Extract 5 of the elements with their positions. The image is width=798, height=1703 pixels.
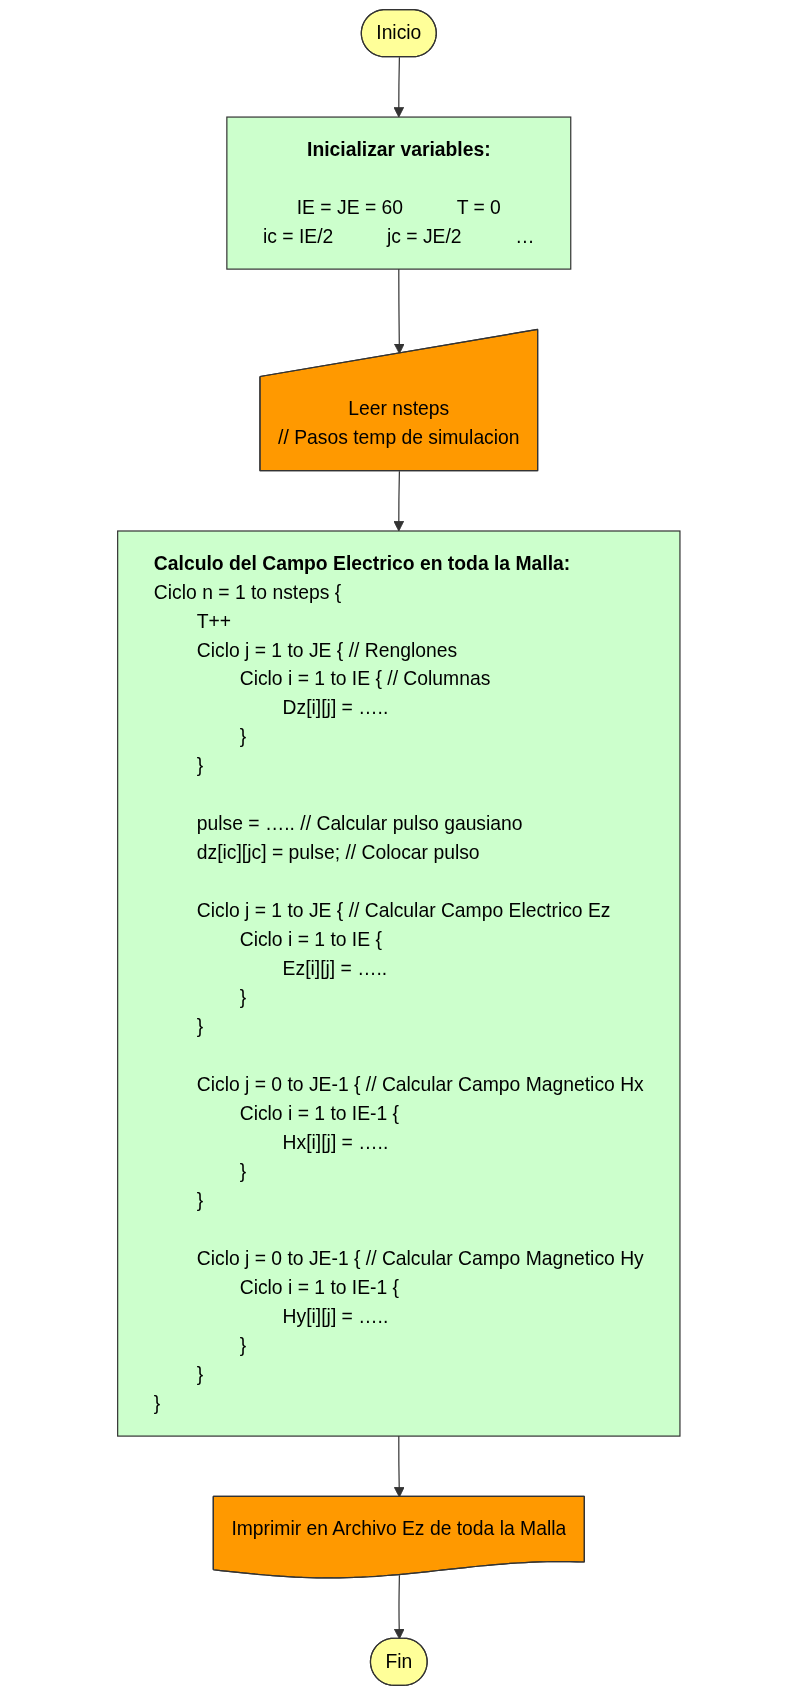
node-box: Inicializar variables: IE = JE = 60 T = 0 ic = IE/2 jc = JE/2 … [226, 116, 572, 270]
arrow [394, 1574, 405, 1640]
arrow [393, 470, 405, 532]
arrow [393, 56, 405, 118]
node-box: Calculo del Campo Electrico en toda la Malla: Ciclo n = 1 to nsteps { T++ Ciclo j = 1 to JE { // Renglones Ciclo i = 1 to IE { // Columnas Dz[i][j] = ….. } } pulse = ….. // Calcular pulso gausiano dz[ic][jc] = pulse; // Colocar pulso Ciclo j = 1 to JE { // Calcular Campo Electrico Ez Ciclo i = 1 to IE { Ez[i][j] = ….. } } Ciclo j = 0 to JE-1 { // Calcular Campo Magnetico Hx Ciclo i = 1 to IE-1 { Hx[i][j] = ….. } } Ciclo j = 0 to JE-1 { // Calcular Campo Magnetico Hy Ciclo i = 1 to IE-1 { Hy[i][j] = ….. } } } [117, 530, 681, 1437]
